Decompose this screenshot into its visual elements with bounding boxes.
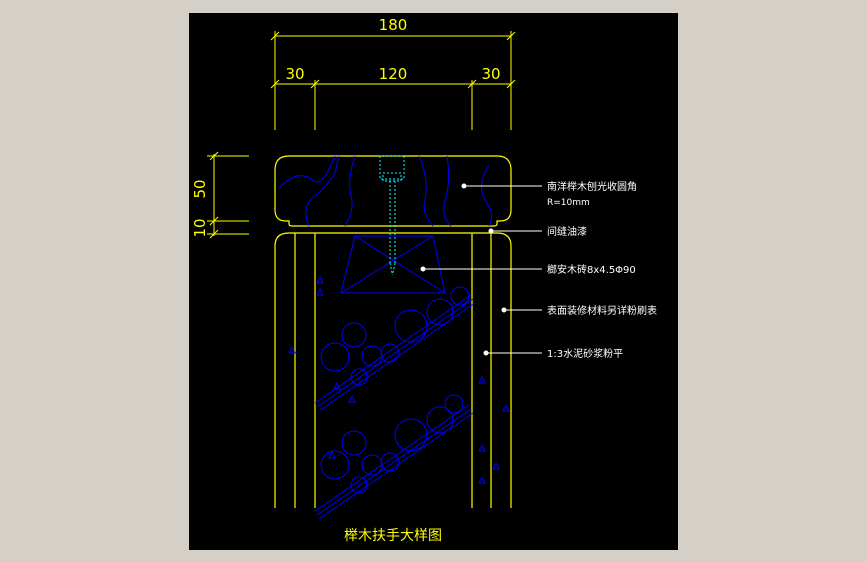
drawing-title: 榉木扶手大样图 [344, 528, 442, 544]
baluster-outline [274, 232, 512, 508]
anchor-screw [379, 155, 405, 276]
note-cap: 南洋榉木刨光收圆角 [547, 180, 637, 193]
concrete-aggregate-hatch [288, 275, 510, 520]
dimension-lines [207, 31, 516, 239]
dimension-overall-width: 180 [379, 16, 408, 34]
dimension-left-offset: 30 [285, 65, 304, 83]
handrail-detail-drawing: 180 30 120 30 50 10 [191, 16, 657, 544]
note-joint: 间缝油漆 [547, 225, 587, 238]
note-cap-radius: R=10mm [547, 198, 590, 208]
wood-grain-hatch [278, 155, 493, 227]
dimension-middle: 120 [379, 65, 408, 83]
handrail-cap-outline [274, 155, 512, 227]
wooden-block [340, 235, 446, 294]
note-screw: 榔安木砖8x4.5Φ90 [547, 263, 636, 276]
drawing-canvas[interactable]: 180 30 120 30 50 10 [189, 13, 678, 550]
dimension-right-offset: 30 [481, 65, 500, 83]
dimension-cap-height: 50 [191, 179, 209, 198]
annotation-leaders [420, 183, 542, 356]
dimension-gap-height: 10 [191, 218, 209, 237]
note-plaster: 1:3水泥砂浆粉平 [547, 347, 623, 360]
note-finish: 表面装修材料另详粉刷表 [547, 304, 657, 317]
